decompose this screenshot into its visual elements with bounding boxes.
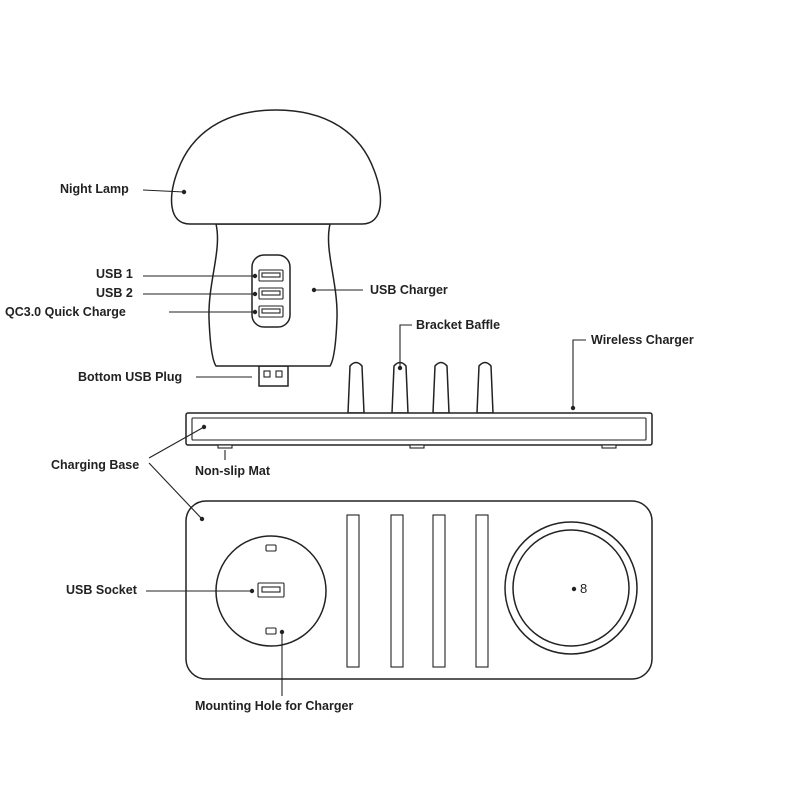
- usb-port-2: [258, 287, 284, 300]
- usb-port-1: [258, 269, 284, 282]
- label-bracket-baffle: Bracket Baffle: [416, 318, 500, 332]
- mushroom-lamp-charger: [170, 109, 382, 387]
- bracket-slots: [346, 514, 489, 668]
- label-non-slip-mat: Non-slip Mat: [195, 464, 271, 478]
- wireless-charging-pad: [504, 521, 638, 655]
- non-slip-mat-feet: [217, 444, 617, 449]
- labels: Night Lamp USB 1 USB 2 QC3.0 Quick Charg…: [5, 182, 694, 713]
- bracket-baffle-pins: [347, 361, 494, 414]
- charging-base-side-view: [185, 361, 653, 449]
- label-usb2: USB 2: [96, 286, 133, 300]
- label-usb-charger: USB Charger: [370, 283, 448, 297]
- wireless-symbol: 8: [580, 581, 587, 596]
- night-lamp-cap: [170, 109, 382, 225]
- label-wireless-charger: Wireless Charger: [591, 333, 694, 347]
- bottom-usb-plug: [258, 365, 289, 387]
- label-usb-socket: USB Socket: [66, 583, 138, 597]
- leader-lines: [142, 189, 586, 696]
- label-qc30: QC3.0 Quick Charge: [5, 305, 126, 319]
- label-bottom-usb-plug: Bottom USB Plug: [78, 370, 182, 384]
- usb-socket-module: [215, 535, 327, 647]
- label-mounting-hole: Mounting Hole for Charger: [195, 699, 353, 713]
- label-usb1: USB 1: [96, 267, 133, 281]
- usb-port-qc30: [258, 305, 284, 318]
- label-charging-base: Charging Base: [51, 458, 139, 472]
- label-night-lamp: Night Lamp: [60, 182, 129, 196]
- charging-base-top-view: 8: [185, 500, 653, 680]
